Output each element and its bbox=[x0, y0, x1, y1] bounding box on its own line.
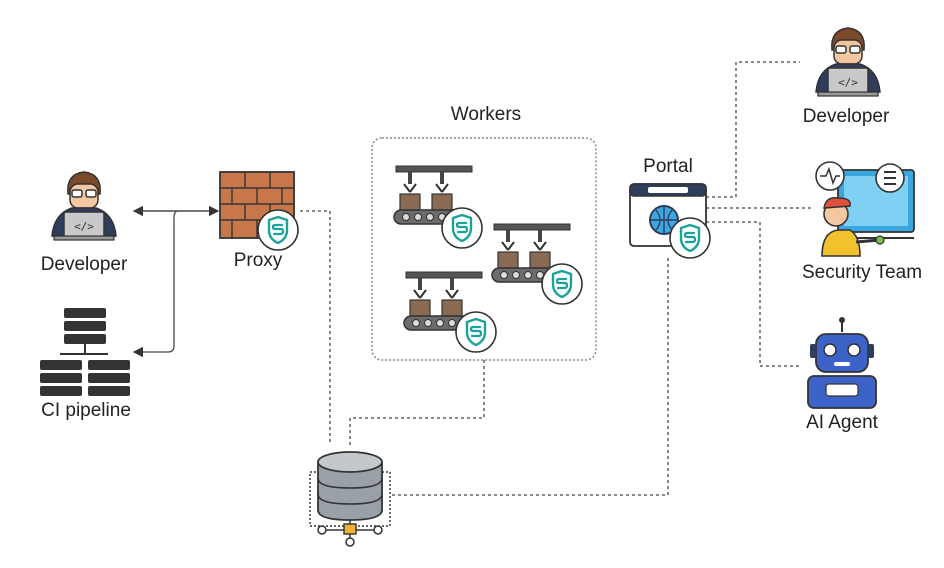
developer-right-node bbox=[815, 27, 881, 97]
portal-label: Portal bbox=[643, 156, 693, 177]
developer-right-label: Developer bbox=[802, 106, 890, 127]
portal-node bbox=[629, 183, 712, 260]
workers-label: Workers bbox=[450, 104, 522, 125]
developer-left-label: Developer bbox=[40, 254, 128, 275]
database-icon bbox=[309, 451, 391, 547]
link-database-to-portal bbox=[392, 255, 669, 496]
link-workers-to-database bbox=[349, 360, 485, 445]
link-portal-to-developer-right bbox=[706, 61, 800, 198]
server-rack-icon bbox=[40, 308, 130, 396]
arrow-proxy-to-ci bbox=[132, 210, 179, 358]
developer-left-node bbox=[51, 171, 117, 241]
security-team-node bbox=[815, 161, 915, 257]
workers-node bbox=[393, 165, 584, 354]
robot-icon bbox=[807, 317, 877, 409]
developer-icon bbox=[815, 27, 881, 97]
proxy-node bbox=[219, 171, 300, 252]
link-proxy-to-database bbox=[300, 210, 331, 445]
ai-agent-label: AI Agent bbox=[806, 412, 878, 433]
ci-pipeline-label: CI pipeline bbox=[41, 400, 131, 421]
security-team-label: Security Team bbox=[801, 262, 923, 283]
shield-s-icon bbox=[454, 310, 498, 354]
workers-group-box bbox=[371, 137, 597, 361]
shield-s-icon bbox=[256, 208, 300, 252]
shield-s-icon bbox=[540, 262, 584, 306]
web-portal-icon bbox=[629, 183, 707, 247]
shield-s-icon bbox=[440, 206, 484, 250]
dashed-links bbox=[300, 61, 812, 496]
connection-lines bbox=[132, 61, 812, 496]
developer-icon bbox=[51, 171, 117, 241]
ai-agent-node bbox=[807, 317, 877, 409]
proxy-label: Proxy bbox=[233, 250, 283, 271]
link-portal-to-ai-agent bbox=[706, 221, 800, 367]
security-analyst-icon bbox=[815, 161, 915, 257]
ci-pipeline-node bbox=[40, 308, 130, 396]
shield-s-icon bbox=[668, 216, 712, 260]
database-node bbox=[309, 451, 391, 547]
